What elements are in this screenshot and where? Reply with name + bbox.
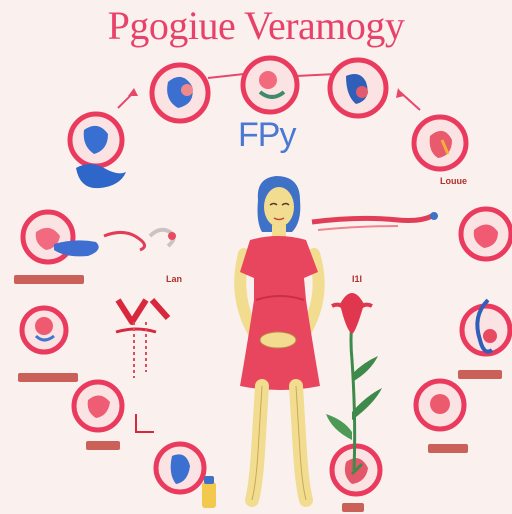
- node-left-4: [71, 379, 125, 433]
- node-top-right: [327, 57, 389, 119]
- node-left-2: [20, 209, 99, 265]
- caption-left-lower: [18, 373, 78, 384]
- reproductive-organ-drawing: [115, 298, 171, 378]
- caption-bottom-center: [342, 503, 364, 514]
- caption-left-upper: [14, 275, 84, 286]
- node-bottom-center: [329, 443, 383, 497]
- woman-figure: [234, 176, 325, 507]
- node-bottom-left: [153, 441, 207, 495]
- node-left-3: [19, 305, 69, 355]
- caption-top-right: Louue: [440, 176, 467, 186]
- small-marks-bottom-left: [135, 414, 154, 433]
- ribbon-right: [311, 212, 438, 231]
- node-left-1: [67, 111, 126, 189]
- caption-right-lower: [458, 370, 502, 381]
- node-top-center: [240, 55, 300, 115]
- ribbon-left: [103, 227, 176, 252]
- node-right-1: [411, 114, 469, 172]
- node-right-2: [458, 206, 512, 262]
- lily-plant: [326, 293, 382, 471]
- node-right-3: [459, 298, 512, 357]
- caption-bottom-left: [86, 441, 120, 452]
- node-right-4: [413, 378, 467, 432]
- center-label: FPy: [238, 116, 296, 154]
- caption-middle-left: Lan: [166, 274, 183, 284]
- bottle: [202, 476, 216, 508]
- arrow-heads: [128, 88, 404, 98]
- diagram-title: Pgogiue Veramogy: [107, 3, 405, 48]
- caption-middle-right: I1I: [352, 274, 363, 284]
- caption-bottom-right: [428, 444, 468, 455]
- node-top-left: [149, 62, 211, 124]
